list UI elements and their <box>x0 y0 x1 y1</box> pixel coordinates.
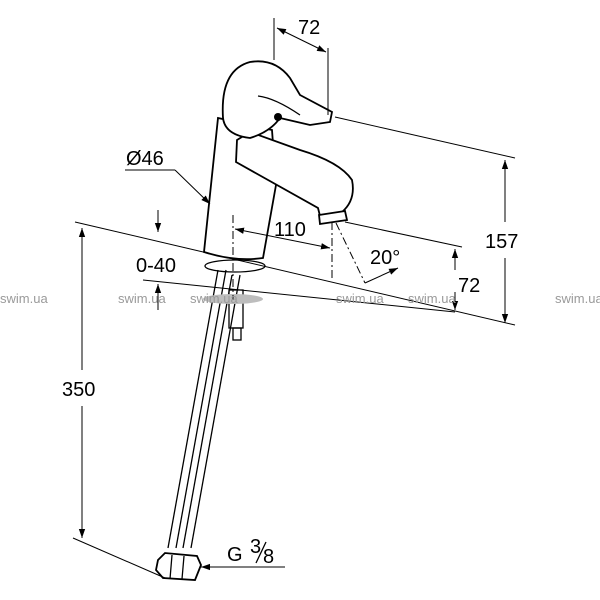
spout-reach-label: 110 <box>274 219 306 241</box>
watermark: swim.ua <box>190 291 238 306</box>
watermark: swim.ua <box>336 291 384 306</box>
countertop-bottom-line <box>142 279 456 313</box>
connection-label: G <box>227 544 243 566</box>
countertop-top-line <box>74 221 516 326</box>
connection-numerator: 3 <box>250 536 261 558</box>
hose-length-label: 350 <box>62 379 95 401</box>
spout-height-label: 72 <box>458 275 480 297</box>
counter-thickness-label: 0-40 <box>136 255 176 277</box>
watermark: swim.ua <box>0 291 48 306</box>
mounting-ring <box>204 259 266 273</box>
handle-depth-dimension <box>276 27 327 53</box>
connection-denominator: 8 <box>263 546 274 568</box>
handle-depth-label: 72 <box>298 17 320 39</box>
diameter-label: Ø46 <box>126 148 164 170</box>
total-height-label: 157 <box>485 231 518 253</box>
watermark: swim.ua <box>408 291 456 306</box>
spout-reach-dimension <box>234 227 331 250</box>
spout-angle-label: 20° <box>370 247 400 269</box>
hose-nut <box>155 552 202 581</box>
supply-hose <box>167 269 244 549</box>
watermark: swim.ua <box>555 291 600 306</box>
faucet-body <box>203 60 354 261</box>
watermark: swim.ua <box>118 291 166 306</box>
